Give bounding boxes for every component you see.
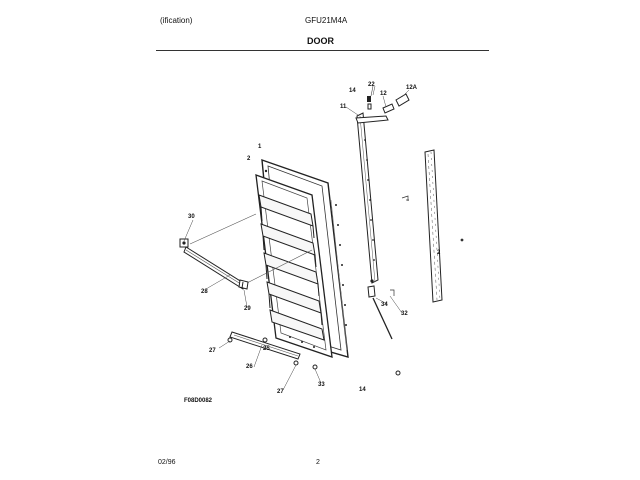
callout-1: 1 <box>258 144 262 150</box>
figure-code: F08D0082 <box>184 398 213 404</box>
callout-14-bottom: 14 <box>359 387 366 393</box>
shelf-retainer <box>179 238 189 248</box>
hinge-bar-holes <box>364 139 375 261</box>
callout-2-gasket: 2 <box>437 250 441 256</box>
lower-hinge-bracket <box>367 279 376 298</box>
callout-29: 29 <box>244 306 251 312</box>
callout-25: 25 <box>263 346 270 352</box>
callout-11: 11 <box>340 104 347 110</box>
callout-27-left: 27 <box>209 348 216 354</box>
callout-28: 28 <box>201 289 208 295</box>
callout-12a: 12A <box>406 85 418 91</box>
door-gasket-strip <box>424 149 443 303</box>
callout-33: 33 <box>318 382 325 388</box>
door-shelf-bar <box>183 213 313 290</box>
hinge-bar <box>355 112 389 284</box>
header-section-label: (ification) <box>160 16 193 25</box>
shelf-clip <box>238 279 249 290</box>
callout-2: 2 <box>247 156 251 162</box>
callout-34: 34 <box>381 302 388 308</box>
callout-12: 12 <box>380 91 387 97</box>
model-number: GFU21M4A <box>305 16 348 25</box>
callout-26: 26 <box>246 364 253 370</box>
top-hinge-parts <box>367 85 410 114</box>
door-shelves <box>258 194 325 341</box>
bottom-trim <box>229 331 301 360</box>
gasket-hardware <box>390 195 464 296</box>
callout-22: 22 <box>368 82 375 88</box>
door-screws <box>264 169 347 348</box>
footer-page-number: 2 <box>316 459 320 466</box>
callout-labels: 1 2 2 11 12 12A 14 14 22 25 26 27 27 28 … <box>188 82 441 395</box>
trim-screws <box>227 337 318 370</box>
callout-30: 30 <box>188 214 195 220</box>
callout-27-bottom: 27 <box>277 389 284 395</box>
header-divider <box>156 50 489 51</box>
section-title: DOOR <box>307 36 334 46</box>
footer-date: 02/96 <box>158 459 176 466</box>
callout-32: 32 <box>401 311 408 317</box>
leader-lines <box>183 85 410 391</box>
callout-14-top: 14 <box>349 88 356 94</box>
door-closer-rod <box>372 297 401 376</box>
